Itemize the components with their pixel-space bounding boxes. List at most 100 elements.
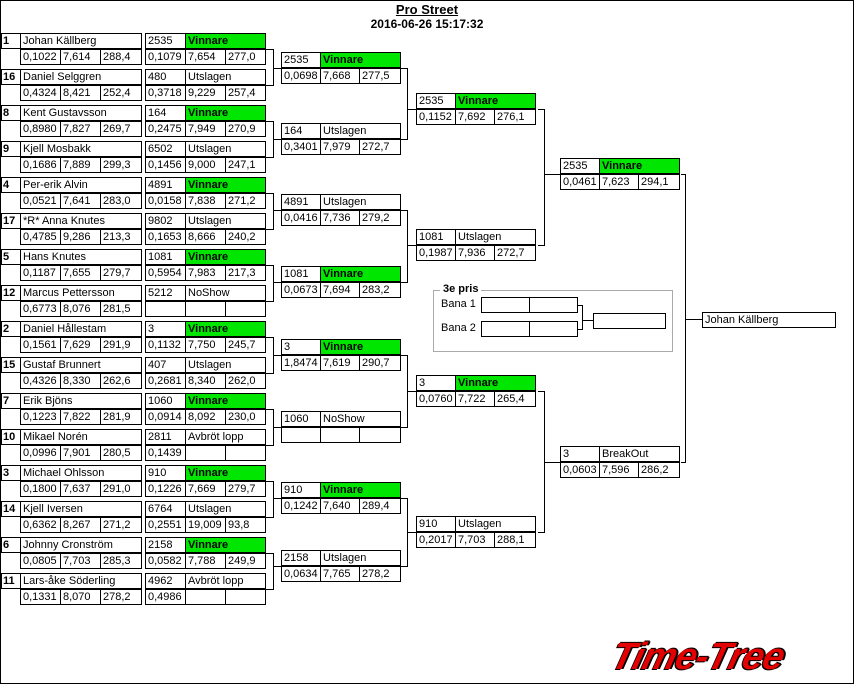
result-status: Utslagen — [185, 69, 266, 85]
reaction-time: 0,6362 — [20, 517, 61, 533]
speed: 279,7 — [225, 481, 266, 497]
speed: 276,1 — [494, 109, 536, 125]
driver-name: Michael Ohlsson — [20, 465, 142, 481]
reaction-time: 0,0698 — [281, 68, 321, 84]
speed: 240,2 — [225, 229, 266, 245]
result-status: Vinnare — [185, 321, 266, 337]
seed-number: 15 — [1, 357, 21, 373]
speed: 247,1 — [225, 157, 266, 173]
bracket-line — [681, 174, 686, 175]
driver-name: Kjell Iversen — [20, 501, 142, 517]
driver-name: Marcus Pettersson — [20, 285, 142, 301]
driver-name: Daniel Hållestam — [20, 321, 142, 337]
bracket-line — [544, 174, 560, 175]
elapsed-time: 7,889 — [60, 157, 101, 173]
speed: 285,3 — [100, 553, 142, 569]
result-status: Vinnare — [599, 158, 680, 174]
reaction-time: 0,0996 — [20, 445, 61, 461]
bracket-line — [582, 305, 583, 330]
reaction-time: 0,4785 — [20, 229, 61, 245]
seed-number: 8 — [1, 105, 21, 121]
seed-number: 10 — [1, 429, 21, 445]
page-datetime: 2016-06-26 15:17:32 — [370, 17, 484, 31]
speed: 93,8 — [225, 517, 266, 533]
speed: 279,2 — [359, 210, 401, 226]
driver-name: Erik Bjöns — [20, 393, 142, 409]
elapsed-time: 7,596 — [599, 462, 639, 478]
reaction-time: 0,4986 — [145, 589, 186, 605]
result-code: 3 — [560, 446, 600, 462]
driver-name: Kjell Mosbakk — [20, 141, 142, 157]
seed-number: 11 — [1, 573, 21, 589]
lane1-label: Bana 1 — [441, 298, 476, 310]
bracket-line — [266, 229, 274, 230]
speed: 217,3 — [225, 265, 266, 281]
bracket-line — [273, 193, 274, 230]
bracket-line — [273, 355, 281, 356]
reaction-time: 0,0805 — [20, 553, 61, 569]
bracket-line — [266, 301, 274, 302]
bracket-line — [544, 462, 560, 463]
result-code: 164 — [145, 105, 186, 121]
bracket-line — [273, 49, 274, 86]
reaction-time: 0,1022 — [20, 49, 61, 65]
bracket-line — [681, 462, 686, 463]
third-place-title: 3e pris — [440, 283, 482, 295]
elapsed-time — [185, 301, 226, 317]
result-status: Utslagen — [320, 123, 401, 139]
elapsed-time: 7,722 — [455, 391, 495, 407]
speed: 272,7 — [359, 139, 401, 155]
result-status: NoShow — [185, 285, 266, 301]
speed: 252,4 — [100, 85, 142, 101]
reaction-time: 0,1226 — [145, 481, 186, 497]
bracket-line — [266, 337, 274, 338]
result-code: 480 — [145, 69, 186, 85]
reaction-time: 0,4326 — [20, 373, 61, 389]
elapsed-time: 7,949 — [185, 121, 226, 137]
result-status: Vinnare — [185, 177, 266, 193]
seed-number: 16 — [1, 69, 21, 85]
speed: 288,1 — [494, 532, 536, 548]
seed-number: 7 — [1, 393, 21, 409]
speed — [359, 427, 401, 443]
driver-name: Johnny Cronström — [20, 537, 142, 553]
result-status: Vinnare — [185, 465, 266, 481]
elapsed-time: 7,901 — [60, 445, 101, 461]
elapsed-time: 7,703 — [60, 553, 101, 569]
seed-number: 9 — [1, 141, 21, 157]
reaction-time: 0,1456 — [145, 157, 186, 173]
speed: 269,7 — [100, 121, 142, 137]
speed: 283,2 — [359, 282, 401, 298]
reaction-time: 0,1152 — [416, 109, 456, 125]
reaction-time: 0,0914 — [145, 409, 186, 425]
bracket-line — [273, 481, 274, 518]
result-status: BreakOut — [599, 446, 680, 462]
bracket-line — [401, 566, 408, 567]
speed: 271,2 — [225, 193, 266, 209]
speed: 249,9 — [225, 553, 266, 569]
reaction-time: 0,0673 — [281, 282, 321, 298]
result-code: 9802 — [145, 213, 186, 229]
reaction-time: 0,1439 — [145, 445, 186, 461]
speed: 245,7 — [225, 337, 266, 353]
elapsed-time: 9,229 — [185, 85, 226, 101]
elapsed-time: 8,267 — [60, 517, 101, 533]
driver-name: Lars-åke Söderling — [20, 573, 142, 589]
speed: 272,7 — [494, 245, 536, 261]
result-code: 910 — [416, 516, 456, 532]
result-code: 4891 — [145, 177, 186, 193]
result-code: 2158 — [281, 550, 321, 566]
bracket-line — [582, 320, 593, 321]
reaction-time: 0,3401 — [281, 139, 321, 155]
elapsed-time: 8,092 — [185, 409, 226, 425]
speed: 278,2 — [359, 566, 401, 582]
reaction-time: 0,2475 — [145, 121, 186, 137]
bracket-line — [266, 445, 274, 446]
bracket-line — [544, 109, 545, 246]
bracket-line — [266, 265, 274, 266]
elapsed-time — [185, 589, 226, 605]
reaction-time: 0,1686 — [20, 157, 61, 173]
bracket-line — [266, 85, 274, 86]
bracket-line — [407, 68, 408, 140]
seed-number: 6 — [1, 537, 21, 553]
